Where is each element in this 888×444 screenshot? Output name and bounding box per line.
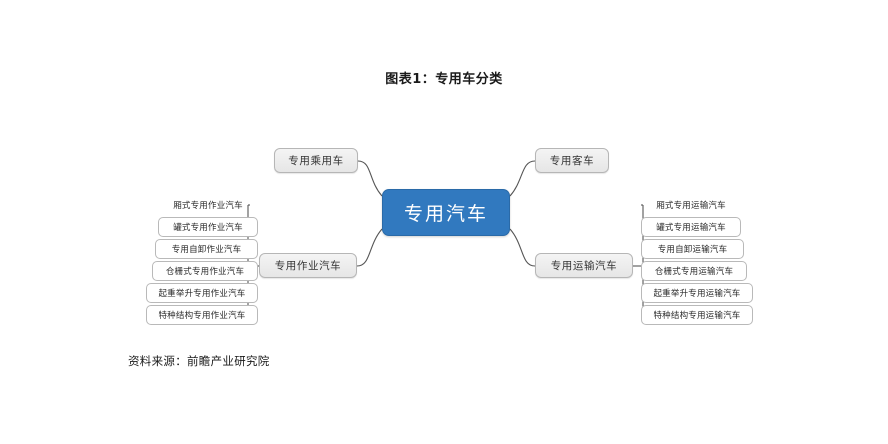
leaf-label-work-6: 特种结构专用作业汽车 (158, 311, 246, 321)
leaf-label-work-5: 起重举升专用作业汽车 (158, 289, 246, 299)
leaf-node-transport-4[interactable]: 仓栅式专用运输汽车 (641, 261, 747, 281)
center-node-label: 专用汽车 (403, 203, 488, 225)
leaf-node-work-1[interactable]: 厢式专用作业汽车 (158, 195, 258, 215)
leaf-node-transport-3[interactable]: 专用自卸运输汽车 (641, 239, 744, 259)
link-center-work (356, 228, 383, 267)
source-note: 资料来源：前瞻产业研究院 (128, 354, 270, 368)
branch-label-transport: 专用运输汽车 (550, 260, 618, 272)
branch-node-bus[interactable]: 专用客车 (535, 148, 609, 173)
leaf-label-transport-1: 厢式专用运输汽车 (656, 201, 726, 211)
leaf-label-transport-5: 起重举升专用运输汽车 (653, 289, 741, 299)
leaf-node-work-5[interactable]: 起重举升专用作业汽车 (146, 283, 258, 303)
leaf-label-transport-4: 仓栅式专用运输汽车 (654, 267, 734, 277)
link-center-passenger (357, 160, 383, 197)
link-center-transport (509, 228, 536, 267)
leaf-label-work-2: 罐式专用作业汽车 (173, 223, 243, 233)
leaf-label-transport-2: 罐式专用运输汽车 (656, 223, 726, 233)
leaf-label-work-1: 厢式专用作业汽车 (173, 201, 243, 211)
leaf-node-work-2[interactable]: 罐式专用作业汽车 (158, 217, 258, 237)
branch-node-passenger[interactable]: 专用乘用车 (274, 148, 358, 173)
link-center-bus (509, 160, 536, 197)
figure-title: 图表1：专用车分类 (385, 72, 503, 87)
leaf-node-transport-6[interactable]: 特种结构专用运输汽车 (641, 305, 753, 325)
leaf-node-transport-5[interactable]: 起重举升专用运输汽车 (641, 283, 753, 303)
leaf-label-transport-6: 特种结构专用运输汽车 (653, 311, 741, 321)
branch-label-work: 专用作业汽车 (274, 260, 342, 272)
branch-label-bus: 专用客车 (549, 155, 595, 167)
leaf-node-transport-2[interactable]: 罐式专用运输汽车 (641, 217, 741, 237)
leaf-node-work-6[interactable]: 特种结构专用作业汽车 (146, 305, 258, 325)
leaf-label-transport-3: 专用自卸运输汽车 (657, 245, 728, 255)
branch-node-transport[interactable]: 专用运输汽车 (535, 253, 633, 278)
leaf-label-work-4: 仓栅式专用作业汽车 (165, 267, 245, 277)
branch-label-passenger: 专用乘用车 (288, 155, 344, 167)
leaf-node-work-3[interactable]: 专用自卸作业汽车 (155, 239, 258, 259)
leaf-node-transport-1[interactable]: 厢式专用运输汽车 (641, 195, 741, 215)
leaf-label-work-3: 专用自卸作业汽车 (171, 245, 242, 255)
leaf-node-work-4[interactable]: 仓栅式专用作业汽车 (152, 261, 258, 281)
center-node[interactable]: 专用汽车 (382, 189, 510, 236)
branch-node-work[interactable]: 专用作业汽车 (259, 253, 357, 278)
